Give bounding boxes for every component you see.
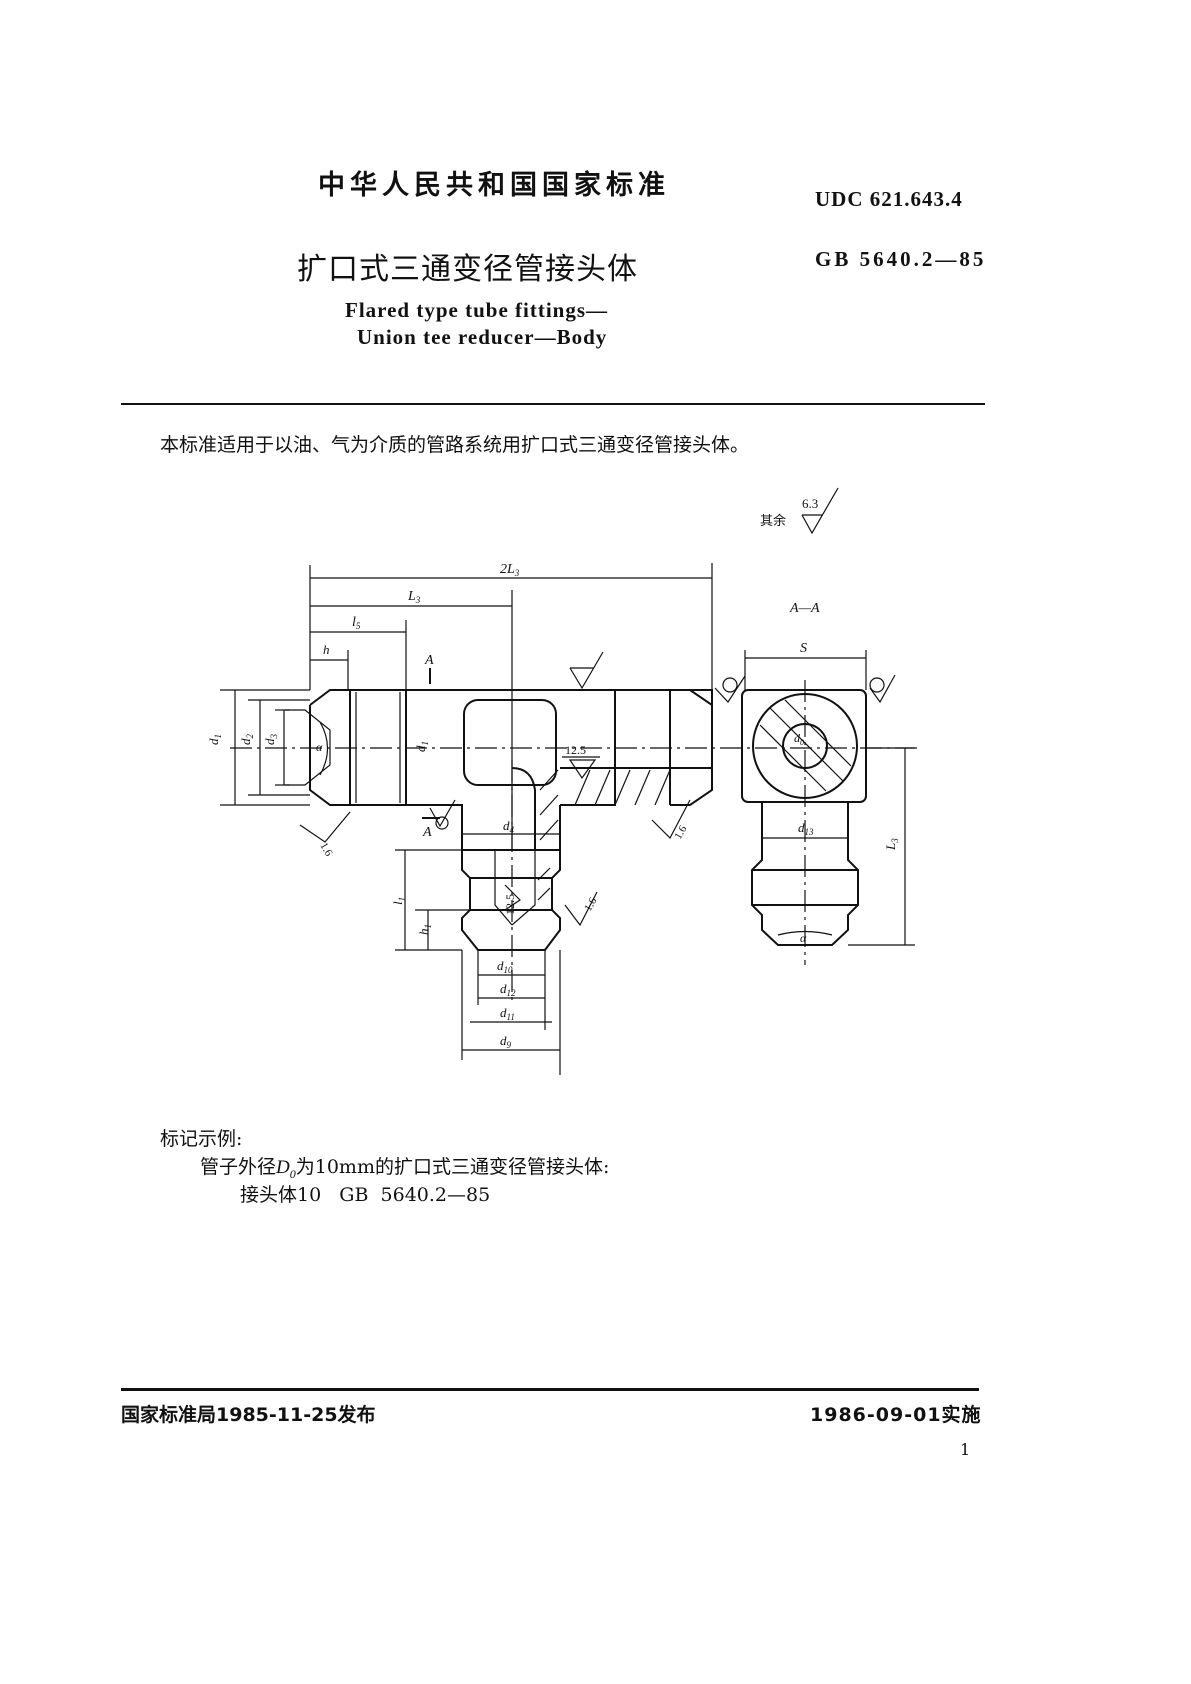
dim-l1: l1 [390,897,407,905]
marking-line-1-prefix: 管子外径 [200,1156,277,1178]
marking-heading: 标记示例: [160,1128,243,1150]
roughness-symbol-icon [869,674,896,704]
technical-drawing: 其余 6.3 2L3 L3 l5 h A α d1 d2 d3 d1 [206,487,920,1075]
scope-statement: 本标准适用于以油、气为介质的管路系统用扩口式三通变径管接头体。 [160,434,750,456]
effective-date: 1986-09-01实施 [810,1404,982,1426]
marking-line-1-suffix: 为10mm的扩口式三通变径管接头体: [295,1156,610,1178]
roughness-symbol-icon [504,884,521,911]
roughness-note: 其余 [760,513,786,528]
dim-d-center: d1 [413,741,430,752]
dim-alpha-left: α [316,740,323,754]
dim-2l3: 2L3 [500,562,520,578]
roughness-symbol-icon [564,891,598,927]
dim-l3: L3 [407,589,421,605]
roughness-symbol-icon [568,759,597,780]
roughness-default-value: 6.3 [802,496,818,511]
roughness-1-6-branch: 1.6 [582,895,600,913]
roughness-symbol-icon [801,487,839,535]
footer-divider [121,1388,979,1391]
roughness-symbol-icon [569,651,604,690]
section-marker-top: A [424,653,434,668]
dim-d1: d1 [206,734,223,745]
dim-s: S [800,641,807,656]
roughness-12-5-vertical: 12.5 [503,894,517,915]
national-standard-heading: 中华人民共和国国家标准 [318,170,670,201]
section-marker-bottom: A [422,825,432,840]
dim-d13: d13 [798,820,814,837]
dim-h: h [323,642,330,657]
dim-d10: d10 [497,958,513,975]
document-title: 扩口式三通变径管接头体 [297,252,638,287]
page-number: 1 [960,1440,971,1459]
roughness-symbol-icon [714,675,746,703]
section-view-label: A—A [789,601,820,616]
dim-d4: d4 [503,818,515,835]
marking-d0-symbol: D0 [276,1157,296,1181]
udc-code: UDC 621.643.4 [815,187,963,211]
dim-d3: d3 [262,734,279,746]
marking-line-1: 管子外径D0为10mm的扩口式三通变径管接头体: [200,1152,609,1182]
header-divider [121,403,985,405]
dim-d11: d11 [500,1005,515,1022]
dim-l3-section: L3 [883,838,900,851]
dim-h1: h1 [416,924,433,935]
issued-by: 国家标准局1985-11-25发布 [121,1404,376,1426]
dim-d0: d0 [794,731,804,747]
dim-d9: d9 [500,1033,512,1050]
roughness-12-5-horizontal: 12.5 [565,743,586,757]
dim-d12: d12 [500,981,516,998]
roughness-symbol-icon [651,799,691,840]
english-title-line1: Flared type tube fittings— [345,298,609,322]
roughness-1-6-left: 1.6 [317,841,335,859]
dim-alpha-section: α [800,931,807,945]
marking-line-2: 接头体10 GB 5640.2—85 [240,1184,491,1206]
english-title-line2: Union tee reducer—Body [357,325,608,349]
roughness-1-6-right: 1.6 [672,823,690,841]
standard-number: GB 5640.2—85 [815,247,987,271]
roughness-symbol-icon [299,811,351,843]
dim-d2: d2 [238,734,255,746]
dim-l5: l5 [352,615,361,631]
